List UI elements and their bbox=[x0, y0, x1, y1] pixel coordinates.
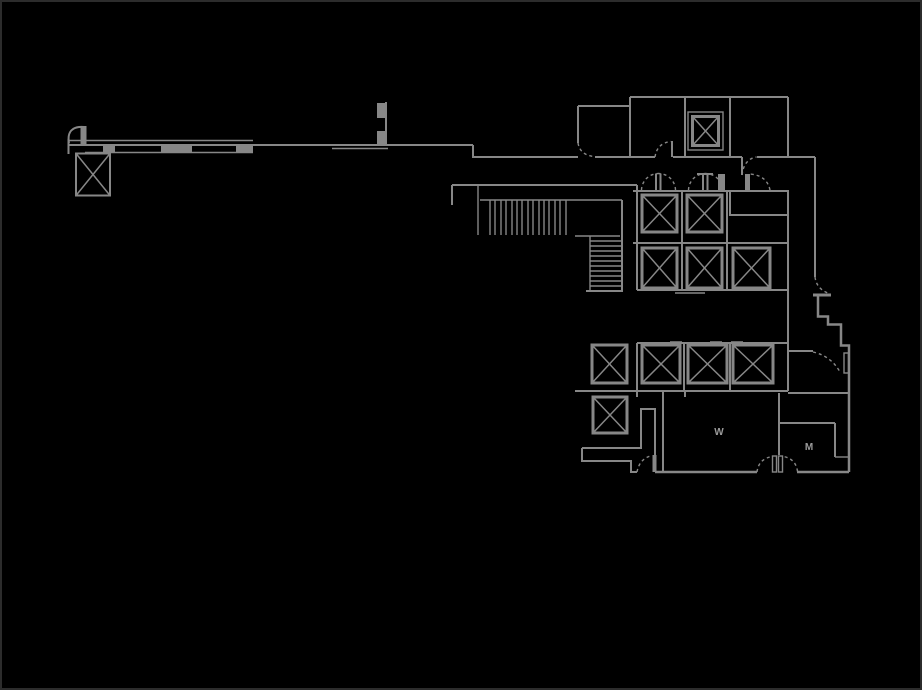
womens-restroom-label: W bbox=[714, 427, 724, 438]
elevator-shaft bbox=[686, 343, 729, 385]
wall-fill-segment bbox=[103, 145, 115, 153]
elevator-shaft bbox=[685, 193, 724, 234]
door-swing-arc bbox=[658, 172, 677, 191]
stair-treads-vertical-run bbox=[590, 240, 622, 287]
upper-rooms bbox=[577, 96, 815, 176]
elevator-shaft bbox=[590, 343, 629, 385]
door-swing-arc bbox=[814, 276, 830, 295]
door-swing-arc bbox=[687, 172, 706, 191]
door-leaf bbox=[843, 352, 850, 374]
wall-fill-segment bbox=[236, 145, 253, 153]
elevator-shaft bbox=[731, 343, 775, 385]
machine-room-wall bbox=[729, 191, 788, 216]
elevator-shaft bbox=[640, 246, 679, 290]
door-swing-arc bbox=[640, 172, 659, 191]
door-jamb bbox=[718, 174, 725, 190]
elevator-shaft bbox=[591, 395, 629, 435]
stepped-wall bbox=[581, 448, 637, 473]
door-swing-arc bbox=[654, 140, 672, 158]
door-leaf bbox=[771, 455, 778, 473]
elevator-shaft bbox=[75, 152, 111, 197]
wall-post bbox=[80, 126, 87, 144]
pilaster-stub bbox=[377, 131, 385, 144]
elevator-shaft bbox=[731, 246, 772, 290]
elevator-shaft bbox=[640, 343, 682, 385]
elevator-shaft bbox=[640, 193, 679, 234]
elevator-shaft bbox=[685, 246, 724, 290]
elevator-shaft bbox=[687, 111, 724, 151]
door-leaf bbox=[777, 455, 784, 473]
door-swing-arc bbox=[812, 351, 841, 373]
corridor-step-wall bbox=[472, 145, 578, 158]
stair-treads-horizontal-run bbox=[489, 200, 567, 235]
stepped-outer-wall bbox=[816, 296, 851, 472]
door-swing-arc bbox=[577, 142, 595, 158]
restrooms: W M bbox=[575, 390, 850, 474]
door-swing-arc bbox=[783, 455, 799, 472]
door-jamb bbox=[745, 174, 750, 190]
door-swing-arc bbox=[749, 173, 771, 191]
staircase bbox=[451, 184, 637, 292]
door-swing-arc bbox=[705, 172, 724, 191]
elevator-bank bbox=[590, 185, 789, 435]
door-swing-arc bbox=[756, 455, 773, 473]
wall-fill-segment bbox=[161, 145, 192, 153]
right-wing bbox=[788, 157, 851, 472]
door-center-post bbox=[702, 173, 709, 190]
door-jamb bbox=[652, 455, 657, 472]
pilaster-stub bbox=[377, 103, 385, 118]
elevator-lobby bbox=[640, 172, 771, 191]
door-swing-arc bbox=[741, 156, 757, 176]
door-swing-arc bbox=[636, 454, 653, 473]
door-center-post bbox=[655, 173, 662, 190]
left-concourse bbox=[67, 102, 578, 197]
entry-chase-wall bbox=[582, 408, 656, 455]
mens-restroom-label: M bbox=[805, 442, 813, 453]
